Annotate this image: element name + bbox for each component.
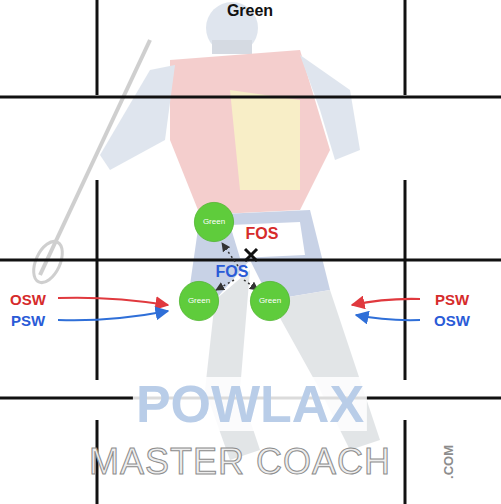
player-circle: Green (250, 281, 290, 321)
faceoff-label: FOS (216, 264, 249, 280)
wing-label: PSW (11, 313, 45, 328)
pass-arrows (216, 243, 258, 290)
player-circle: Green (179, 281, 219, 321)
player-name: Green (259, 297, 281, 305)
wing-label: PSW (435, 292, 469, 307)
wing-arrows (58, 298, 420, 321)
player-illustration (28, 2, 380, 460)
player-circle: Green (194, 202, 234, 242)
player-name: Green (203, 218, 225, 226)
watermark: .COM (442, 445, 455, 479)
player-name: Green (188, 297, 210, 305)
x-mark (245, 249, 257, 261)
faceoff-label: FOS (246, 226, 279, 242)
wing-label: OSW (434, 313, 470, 328)
watermark: POWLAX (133, 377, 367, 431)
diagram-title: Green (227, 3, 273, 19)
wing-label: OSW (10, 292, 46, 307)
watermark: MASTER COACH (89, 444, 391, 480)
